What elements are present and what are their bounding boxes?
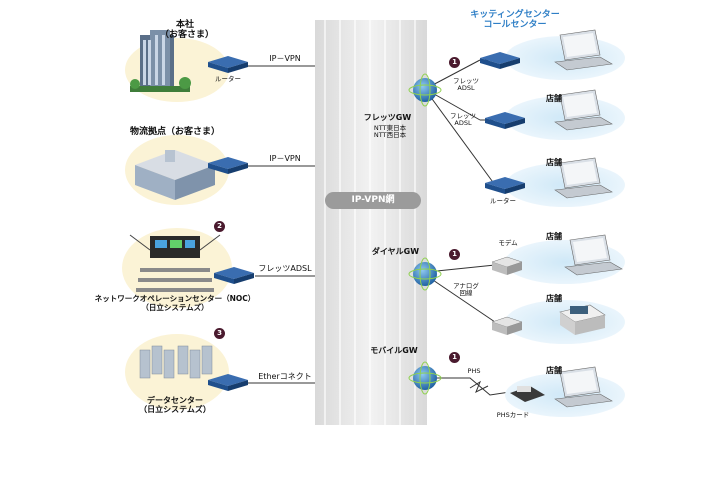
site-name-logistics: 物流拠点（お客さま） — [129, 127, 220, 137]
router-icon — [485, 177, 525, 194]
pos-terminal-icon — [559, 304, 606, 335]
phs-label: PHS — [467, 367, 481, 375]
router-label: ルーター — [490, 197, 516, 205]
badge-1: 1 — [449, 352, 460, 363]
laptop-icon — [554, 89, 613, 131]
globe-icon — [408, 73, 442, 107]
store-label: 店舗 — [546, 366, 562, 375]
laptop-icon — [554, 157, 613, 199]
badge-3: 3 — [214, 328, 225, 339]
laptop-icon — [554, 366, 613, 408]
phs-card-label: PHSカード — [496, 411, 530, 419]
noc-operations-icon — [129, 234, 221, 292]
gateway-dial: ダイヤルGW — [371, 247, 420, 256]
router-icon — [208, 56, 248, 73]
flets-adsl-label: フレッツ ADSL — [453, 77, 479, 92]
flets-adsl-label: フレッツ ADSL — [450, 112, 476, 127]
server-racks-icon — [139, 345, 213, 379]
building-icon — [130, 30, 191, 92]
router-icon — [485, 112, 525, 129]
analog-line-label: アナログ 回線 — [453, 282, 479, 297]
gateway-flets-carriers: NTT東日本 NTT西日本 — [373, 124, 407, 139]
phs-wave-icon — [469, 380, 489, 394]
link-label-hq: IP－VPN — [269, 54, 301, 63]
store-label: 店舗 — [546, 94, 562, 103]
site-name-hq: 本社 （お客さま） — [160, 20, 215, 40]
badge-2: 2 — [214, 221, 225, 232]
link-label-logistics: IP－VPN — [269, 154, 301, 163]
store-label: 店舗 — [546, 158, 562, 167]
site-name-noc: ネットワークオペレーションセンター（NOC） （日立システムズ） — [94, 294, 256, 312]
left-links — [245, 65, 315, 384]
modem-icon — [491, 316, 523, 335]
link-label-datacenter: Etherコネクト — [258, 372, 312, 381]
store-label: 店舗 — [546, 232, 562, 241]
modem-icon — [491, 256, 523, 275]
gateway-flets: フレッツGW — [363, 113, 412, 122]
globe-icon — [408, 361, 442, 395]
kitting-center-label: キッティングセンター コールセンター — [470, 10, 560, 30]
network-label: IP-VPN網 — [325, 192, 421, 209]
router-icon — [208, 157, 248, 174]
router-label: ルーター — [215, 75, 241, 83]
phs-link — [427, 377, 511, 396]
site-name-datacenter: データセンター （日立システムズ） — [139, 396, 211, 414]
router-icon — [480, 52, 520, 69]
phs-card-icon — [510, 386, 545, 402]
link-label-noc: フレッツADSL — [258, 264, 312, 273]
warehouse-icon — [135, 150, 215, 200]
modem-label: モデム — [498, 239, 518, 247]
router-icon — [214, 267, 254, 284]
badge-1: 1 — [449, 249, 460, 260]
gateway-mobile: モバイルGW — [370, 346, 418, 355]
laptop-icon — [564, 234, 623, 276]
globe-icon — [408, 257, 442, 291]
router-icon — [208, 374, 248, 391]
store-label: 店舗 — [546, 294, 562, 303]
badge-1: 1 — [449, 57, 460, 68]
laptop-icon — [554, 29, 613, 71]
